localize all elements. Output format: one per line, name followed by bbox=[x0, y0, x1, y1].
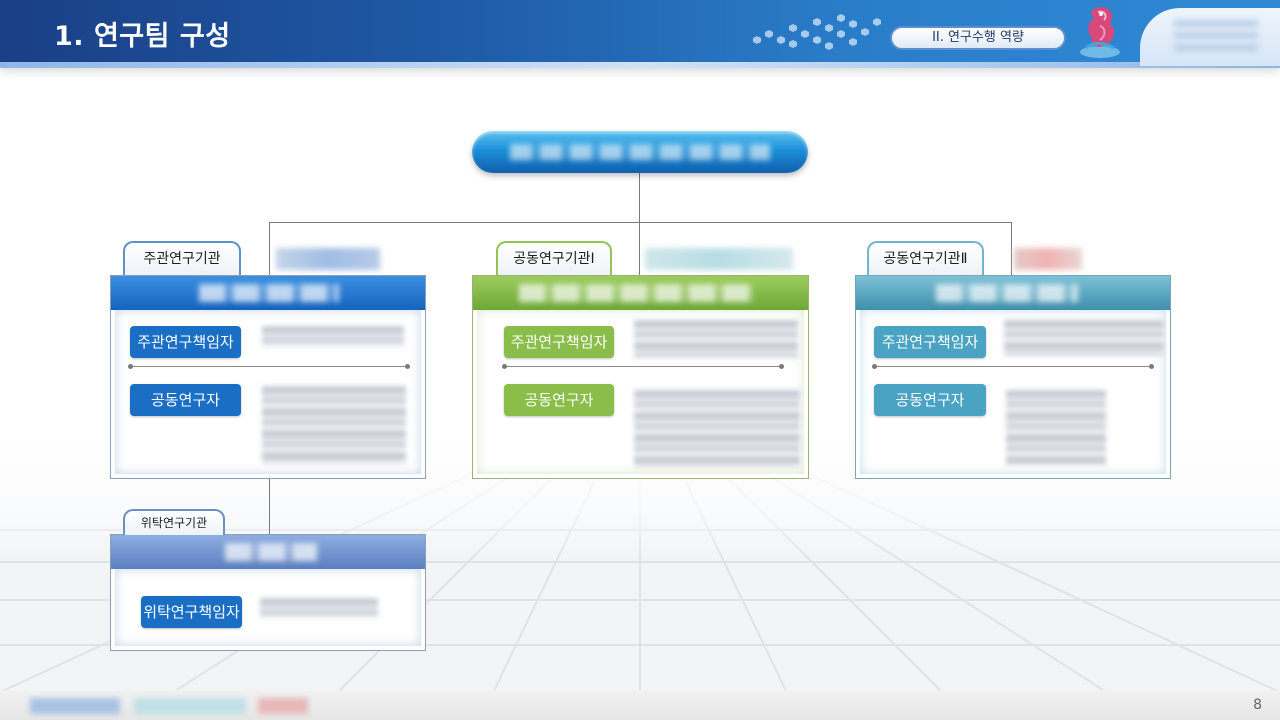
connector-left-drop bbox=[269, 222, 270, 275]
footer-blurred-logo-1 bbox=[30, 698, 120, 714]
card-lead-org-header bbox=[111, 276, 425, 310]
lead-org-co-researcher-blur bbox=[262, 386, 406, 464]
commissioned-principal-investigator-button: 위탁연구책임자 bbox=[141, 596, 242, 628]
card-joint-org-2-header bbox=[856, 276, 1170, 310]
joint-org-2-principal-blur bbox=[1004, 320, 1164, 356]
tab-joint-org-2: 공동연구기관Ⅱ bbox=[867, 241, 984, 275]
page-number: 8 bbox=[1253, 697, 1262, 713]
joint-org-1-principal-blur bbox=[634, 320, 798, 358]
lead-org-co-researcher-button: 공동연구자 bbox=[130, 384, 241, 416]
corner-blurred-logo bbox=[1174, 20, 1258, 54]
tab-commissioned-org: 위탁연구기관 bbox=[123, 509, 225, 535]
joint-org-1-co-researcher-blur bbox=[634, 390, 800, 468]
lead-org-principal-blur bbox=[262, 326, 404, 348]
card-commissioned-org-header bbox=[111, 535, 425, 569]
card-commissioned-org-header-blur bbox=[225, 543, 317, 561]
joint-org-1-divider bbox=[502, 364, 784, 369]
joint-org-2-divider bbox=[872, 364, 1154, 369]
page-title: 1. 연구팀 구성 bbox=[54, 21, 231, 52]
connector-commissioned bbox=[269, 478, 270, 534]
section-label-pill: II. 연구수행 역량 bbox=[890, 26, 1066, 50]
joint-org-2-co-researcher-button: 공동연구자 bbox=[874, 384, 986, 416]
footer-blurred-logo-2 bbox=[134, 698, 246, 714]
footer-blurred-logo-3 bbox=[258, 698, 308, 714]
joint-org-1-co-researcher-button: 공동연구자 bbox=[504, 384, 614, 416]
card-lead-org-header-blur bbox=[199, 284, 339, 302]
seahorse-mascot-icon bbox=[1080, 7, 1120, 58]
lead-org-blurred-name bbox=[276, 248, 380, 270]
joint-org-1-principal-investigator-button: 주관연구책임자 bbox=[504, 326, 614, 358]
commissioned-principal-blur bbox=[260, 598, 378, 618]
hexagon-pattern-decoration bbox=[753, 14, 881, 50]
lead-org-principal-investigator-button: 주관연구책임자 bbox=[130, 326, 241, 358]
tab-lead-org: 주관연구기관 bbox=[123, 241, 241, 275]
tab-joint-org-1: 공동연구기관Ⅰ bbox=[496, 241, 612, 275]
joint-org-2-co-researcher-blur bbox=[1006, 390, 1106, 466]
header-accent-strip bbox=[0, 62, 1280, 68]
joint-org-2-blurred-name bbox=[1014, 248, 1082, 270]
top-node-blurred-text bbox=[510, 144, 770, 160]
joint-org-1-blurred-name bbox=[645, 248, 793, 270]
header-bar bbox=[0, 0, 1280, 66]
card-joint-org-2-header-blur bbox=[936, 284, 1078, 302]
card-commissioned-org bbox=[110, 534, 426, 651]
card-joint-org-1-header bbox=[473, 276, 808, 310]
top-org-node bbox=[472, 131, 808, 173]
lead-org-divider bbox=[128, 364, 410, 369]
joint-org-2-principal-investigator-button: 주관연구책임자 bbox=[874, 326, 986, 358]
connector-right-drop bbox=[1011, 222, 1012, 275]
connector-horizontal bbox=[269, 222, 1012, 223]
connector-top-vertical bbox=[639, 173, 640, 275]
card-joint-org-1-header-blur bbox=[519, 284, 753, 302]
